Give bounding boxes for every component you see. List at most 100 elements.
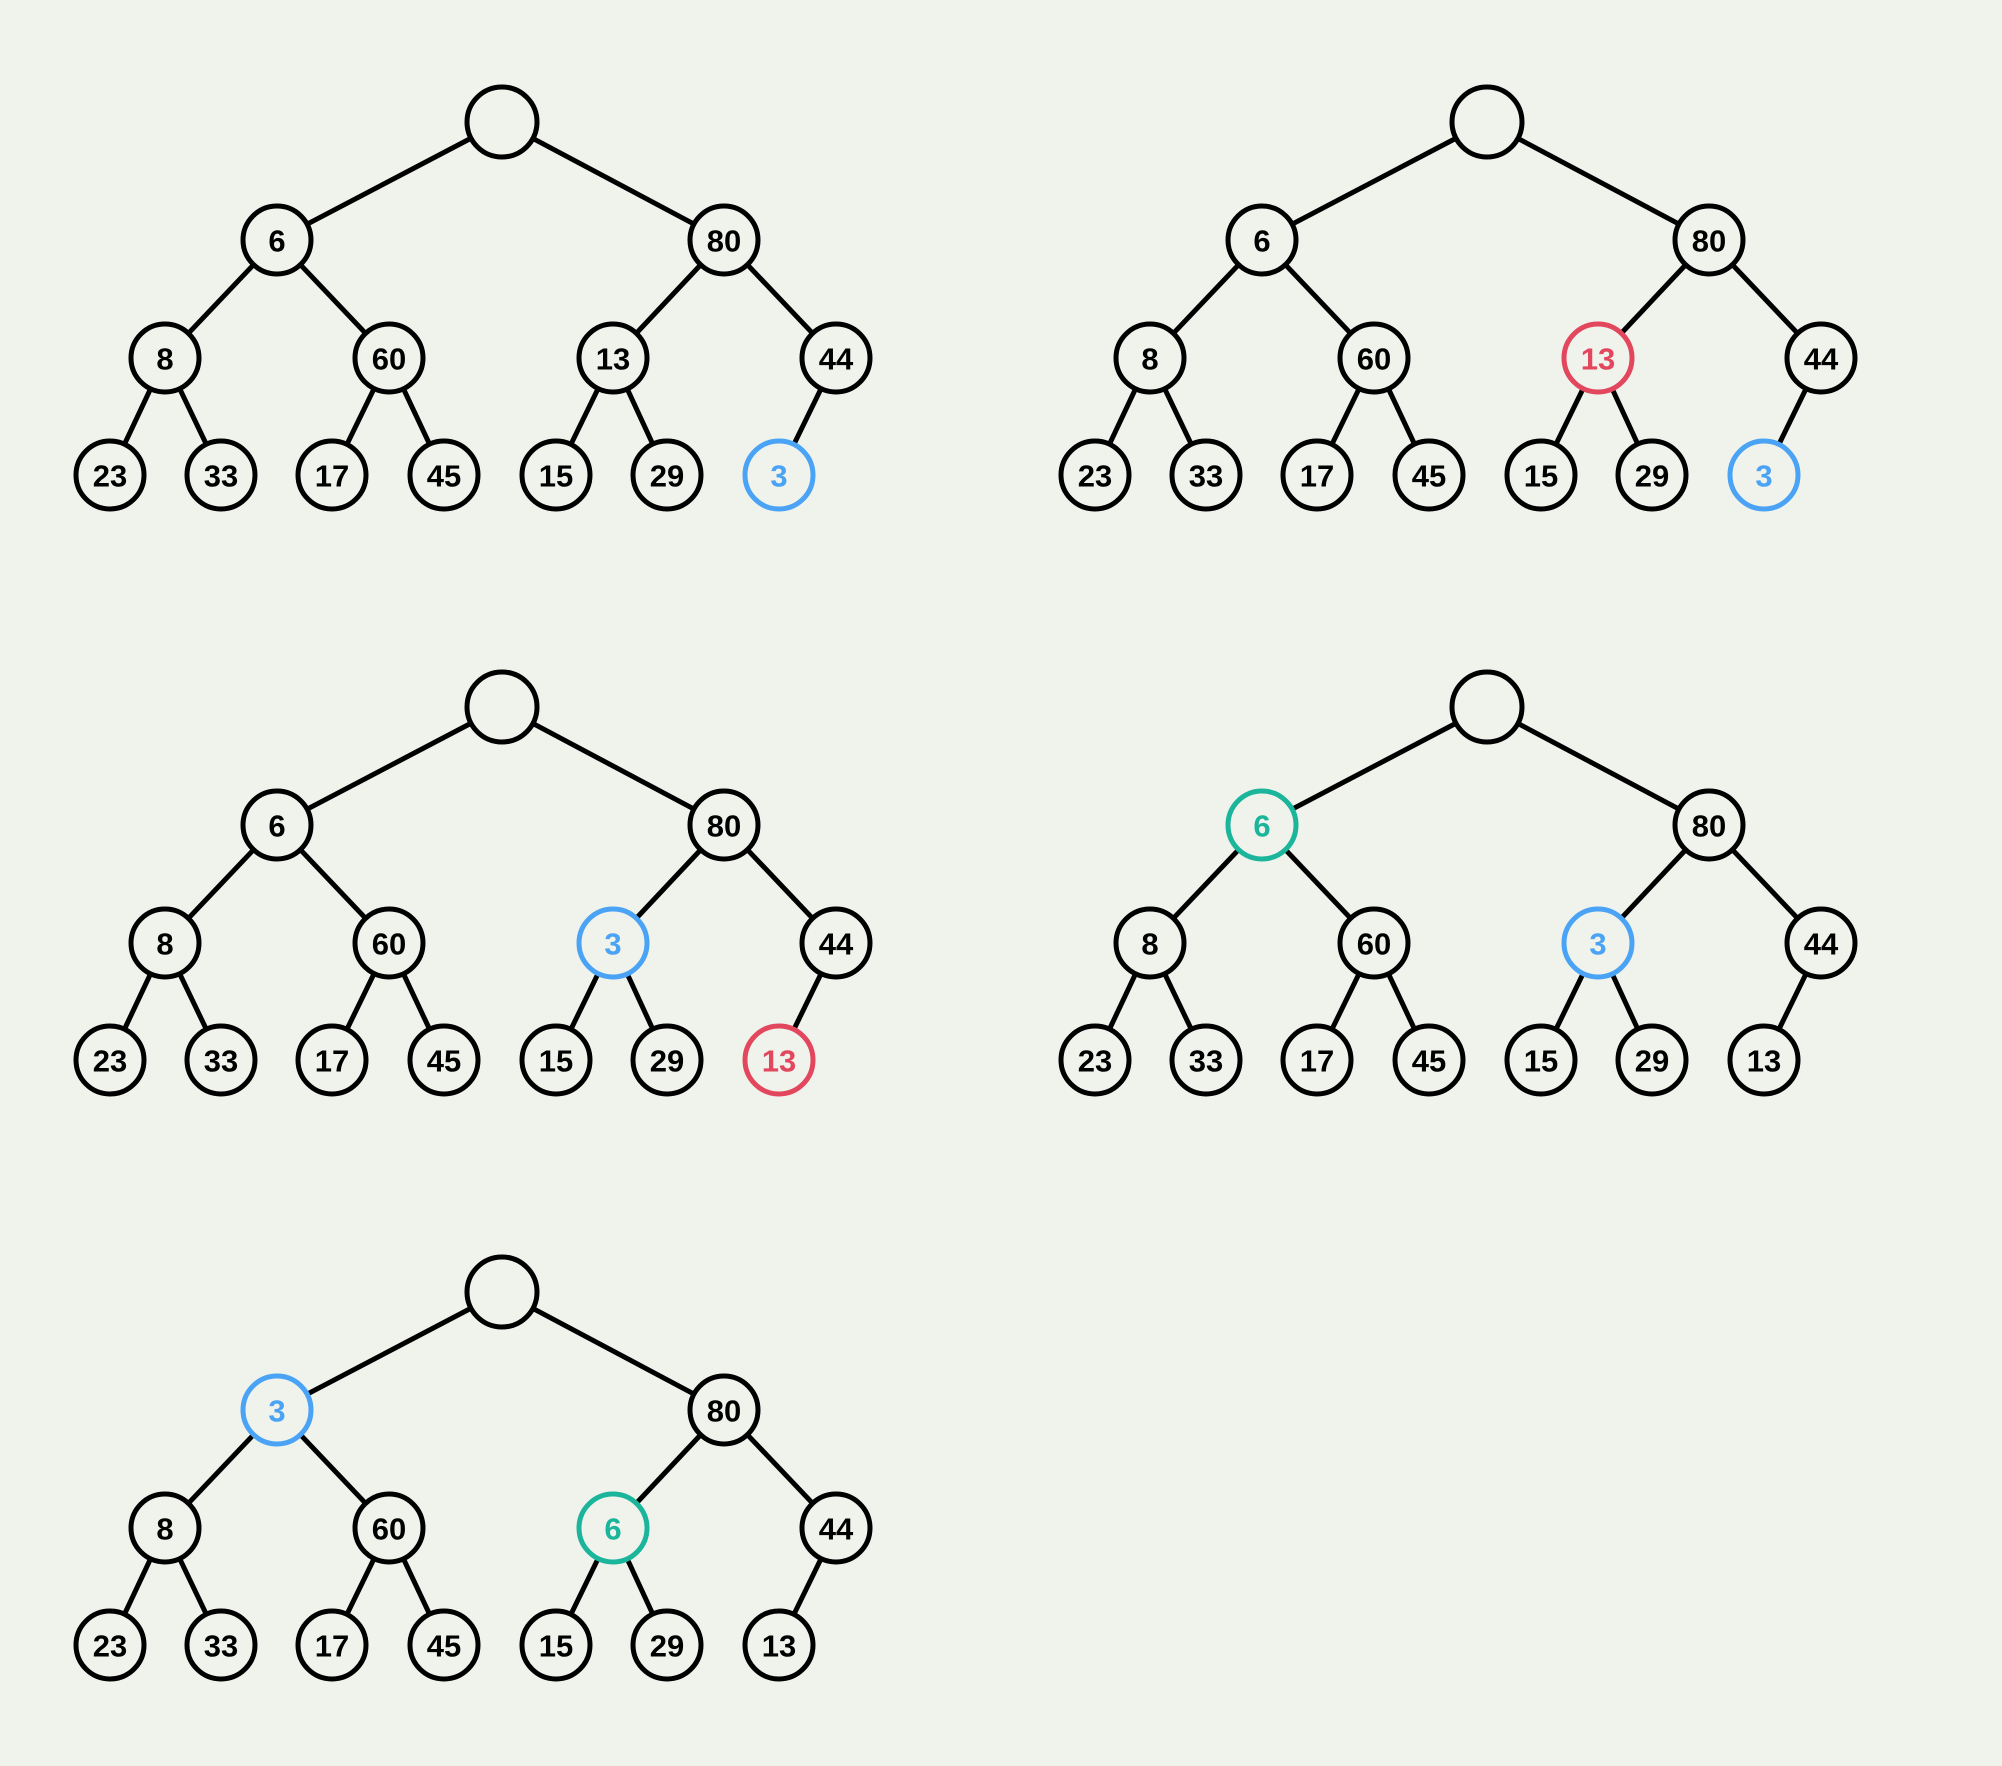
node-circle <box>295 1608 369 1682</box>
heap-node: 23 <box>1058 438 1132 512</box>
tree-edge <box>122 387 153 446</box>
node-value: 13 <box>596 342 630 377</box>
heap-node: 23 <box>1058 1023 1132 1097</box>
node-circle <box>742 438 816 512</box>
node-value: 6 <box>1253 224 1270 259</box>
tree-edge <box>1283 262 1353 336</box>
node-circle <box>1113 321 1187 395</box>
node-value: 15 <box>539 1044 573 1079</box>
heap-node: 15 <box>519 1023 593 1097</box>
node-value: 60 <box>372 927 406 962</box>
node-value: 29 <box>1635 1044 1669 1079</box>
node-circle <box>1225 788 1299 862</box>
node-circle <box>576 1491 650 1565</box>
node-value: 3 <box>268 1394 285 1429</box>
tree-edge <box>122 1557 153 1616</box>
heap-node: 44 <box>799 321 873 395</box>
node-circle <box>1449 84 1525 160</box>
node-circle <box>1504 1023 1578 1097</box>
node-value: 6 <box>268 224 285 259</box>
heap-node: 29 <box>630 1023 704 1097</box>
tree-edge <box>1516 721 1681 812</box>
tree-edge <box>1776 387 1809 446</box>
node-circle <box>1337 321 1411 395</box>
heap-node: 17 <box>1280 438 1354 512</box>
node-circle <box>1672 788 1746 862</box>
root-node <box>464 1254 540 1330</box>
heap-node: 3 <box>742 438 816 512</box>
heap-node: 60 <box>352 321 426 395</box>
heap-node: 17 <box>295 1608 369 1682</box>
tree-edge <box>634 263 703 335</box>
heap-node: 6 <box>240 788 314 862</box>
tree-edge <box>1609 387 1641 446</box>
tree-edge <box>177 1557 209 1616</box>
tree-edge <box>1283 847 1353 921</box>
heap-node: 80 <box>1672 203 1746 277</box>
node-circle <box>1561 906 1635 980</box>
node-value: 80 <box>1692 809 1726 844</box>
heap-node: 45 <box>407 438 481 512</box>
heap-node: 45 <box>407 1023 481 1097</box>
tree-edge <box>568 972 601 1031</box>
tree-edge <box>634 1433 703 1505</box>
heap-node: 45 <box>1392 1023 1466 1097</box>
node-circle <box>576 906 650 980</box>
heap-node: 15 <box>519 1608 593 1682</box>
tree-edge <box>1553 972 1586 1031</box>
node-circle <box>1392 438 1466 512</box>
node-circle <box>407 438 481 512</box>
heap-node: 80 <box>687 1373 761 1447</box>
tree-edge <box>624 972 656 1031</box>
heap-node: 45 <box>1392 438 1466 512</box>
node-value: 15 <box>1524 459 1558 494</box>
tree-edge <box>791 1557 824 1616</box>
node-value: 8 <box>156 927 173 962</box>
node-value: 13 <box>1581 342 1615 377</box>
node-value: 6 <box>604 1512 621 1547</box>
node-circle <box>73 438 147 512</box>
node-value: 80 <box>1692 224 1726 259</box>
heap-node: 29 <box>1615 1023 1689 1097</box>
node-value: 15 <box>539 1629 573 1664</box>
node-circle <box>1169 1023 1243 1097</box>
node-circle <box>576 321 650 395</box>
heap-node: 60 <box>1337 321 1411 395</box>
tree-edge <box>401 972 432 1031</box>
node-circle <box>1113 906 1187 980</box>
node-value: 8 <box>156 342 173 377</box>
heap-node: 60 <box>1337 906 1411 980</box>
heap-node: 33 <box>1169 1023 1243 1097</box>
node-value: 8 <box>156 1512 173 1547</box>
node-circle <box>352 321 426 395</box>
tree-edge <box>186 847 256 921</box>
tree-edge <box>1162 972 1194 1031</box>
node-circle <box>1615 438 1689 512</box>
node-circle <box>799 906 873 980</box>
node-circle <box>184 1023 258 1097</box>
node-circle <box>742 1023 816 1097</box>
node-circle <box>630 438 704 512</box>
node-value: 23 <box>1078 1044 1112 1079</box>
node-circle <box>240 203 314 277</box>
tree-edge <box>344 387 377 446</box>
node-circle <box>1058 438 1132 512</box>
heap-node: 3 <box>576 906 650 980</box>
node-value: 17 <box>315 1629 349 1664</box>
heap-node: 6 <box>1225 203 1299 277</box>
tree-edge <box>298 1432 368 1506</box>
node-value: 80 <box>707 809 741 844</box>
node-value: 23 <box>93 1044 127 1079</box>
tree-edge <box>1329 972 1362 1031</box>
tree-edge <box>305 1306 473 1397</box>
tree-edge <box>186 1432 256 1506</box>
node-value: 45 <box>427 1044 461 1079</box>
heap-node: 44 <box>1784 321 1858 395</box>
node-circle <box>630 1023 704 1097</box>
node-circle <box>1784 906 1858 980</box>
node-value: 60 <box>372 342 406 377</box>
node-circle <box>128 1491 202 1565</box>
tree-edge <box>401 387 432 446</box>
